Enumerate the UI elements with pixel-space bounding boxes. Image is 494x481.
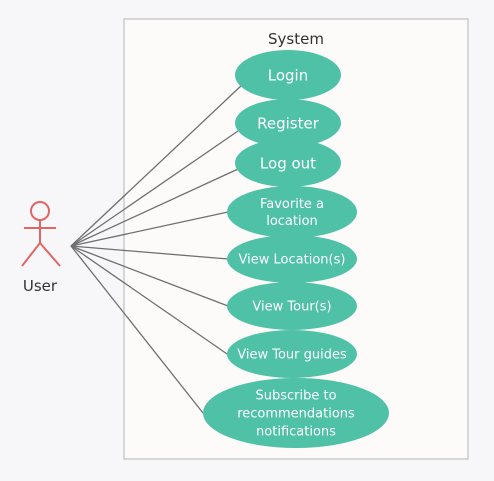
use-case-ellipse-logout [235, 139, 341, 187]
actor-head [30, 201, 50, 221]
association-line-view-locations [70, 245, 229, 260]
use-case-label-logout: Log out [260, 154, 316, 172]
use-case-login: Login [235, 50, 341, 100]
actor-user: User [21, 201, 61, 295]
use-case-view-tours: View Tour(s) [227, 282, 357, 330]
association-line-favorite [70, 211, 229, 247]
use-case-register: Register [235, 99, 341, 147]
use-case-label-login: Login [268, 66, 308, 84]
use-case-label-subscribe-line-3: notifications [256, 425, 336, 440]
use-case-label-register: Register [257, 114, 320, 132]
use-case-logout: Log out [235, 139, 341, 187]
actor-right-leg [39, 242, 61, 267]
use-case-ellipse-view-locations [227, 235, 357, 283]
use-case-favorite: Favorite a location [227, 186, 357, 238]
use-case-ellipse-view-tour-guides [227, 330, 357, 378]
use-case-ellipse-register [235, 99, 341, 147]
association-line-login [70, 83, 244, 247]
use-case-ellipse-login [235, 50, 341, 100]
system-title: System [268, 30, 324, 48]
actor-left-leg [21, 242, 41, 267]
use-case-view-tour-guides: View Tour guides [227, 330, 357, 378]
use-case-label-view-tours: View Tour(s) [252, 300, 331, 315]
use-case-label-view-locations: View Location(s) [239, 253, 346, 268]
use-case-label-subscribe-line-2: recommendations [237, 407, 355, 422]
use-case-ellipse-view-tours [227, 282, 357, 330]
association-line-view-tours [70, 245, 229, 307]
associations [70, 83, 244, 414]
use-case-label-subscribe-line-1: Subscribe to [255, 389, 336, 404]
association-line-logout [70, 168, 239, 247]
use-case-label-view-tour-guides: View Tour guides [237, 348, 347, 363]
association-line-view-tour-guides [70, 245, 231, 357]
use-case-label-favorite-line-2: location [266, 214, 318, 229]
use-case-ellipse-favorite [227, 186, 357, 238]
association-line-register [70, 130, 239, 247]
actor-label: User [23, 277, 58, 295]
use-case-label-favorite-line-1: Favorite a [260, 197, 324, 212]
use-case-subscribe: Subscribe to recommendations notifications [203, 378, 389, 448]
use-case-view-locations: View Location(s) [227, 235, 357, 283]
use-case-ellipse-subscribe [203, 378, 389, 448]
association-line-subscribe [70, 245, 204, 414]
